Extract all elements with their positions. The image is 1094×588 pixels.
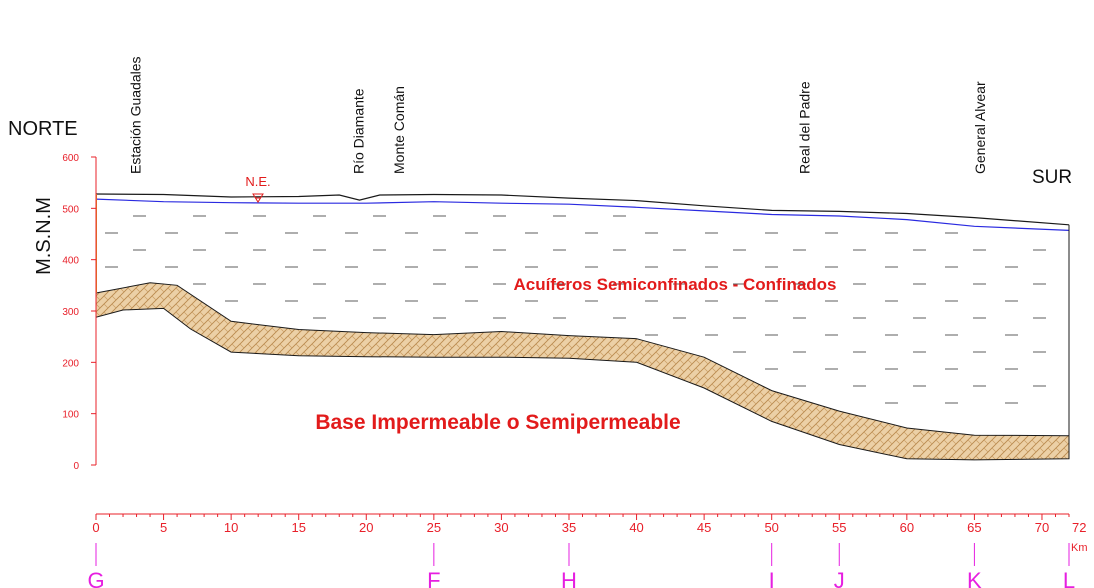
aquifer-label: Acuíferos Semiconfinados - Confinados <box>513 275 836 294</box>
x-tick-label: 70 <box>1035 520 1049 535</box>
x-tick-label: 35 <box>562 520 576 535</box>
y-tick-label: 300 <box>62 307 79 318</box>
x-tick-label: 72 <box>1072 520 1086 535</box>
place-label: Monte Comán <box>391 86 407 174</box>
y-axis-label: M.S.N.M <box>33 197 55 275</box>
x-tick-label: 45 <box>697 520 711 535</box>
x-tick-label: 50 <box>764 520 778 535</box>
place-label: Río Diamante <box>351 88 367 174</box>
x-tick-label: 10 <box>224 520 238 535</box>
water-level-triangle-icon <box>252 193 264 203</box>
x-tick-label: 60 <box>900 520 914 535</box>
profile-point-label: L <box>1063 568 1075 588</box>
profile-point-label: I <box>769 568 775 588</box>
y-tick-label: 600 <box>62 153 79 164</box>
x-tick-label: 40 <box>629 520 643 535</box>
impermeable-base-layer <box>95 282 1070 461</box>
x-tick-label: 5 <box>160 520 167 535</box>
x-tick-label: 15 <box>291 520 305 535</box>
x-tick-label: 25 <box>427 520 441 535</box>
x-tick-label: 30 <box>494 520 508 535</box>
x-tick-label: 20 <box>359 520 373 535</box>
terrain-surface-line <box>95 193 1070 226</box>
place-label: Estación Guadales <box>128 56 144 174</box>
place-label: Real del Padre <box>796 81 812 174</box>
north-label: NORTE <box>8 118 78 140</box>
profile-point-label: H <box>561 568 577 588</box>
profile-point-label: J <box>834 568 845 588</box>
x-tick-label: 0 <box>92 520 99 535</box>
y-tick-label: 500 <box>62 204 79 215</box>
profile-point-label: F <box>427 568 440 588</box>
x-tick-label: 55 <box>832 520 846 535</box>
south-label: SUR <box>1032 167 1072 188</box>
water-level-label: N.E. <box>245 174 270 189</box>
y-tick-label: 400 <box>62 256 79 267</box>
base-label: Base Impermeable o Semipermeable <box>315 411 680 434</box>
profile-point-label: G <box>87 568 104 588</box>
y-tick-label: 100 <box>62 410 79 421</box>
x-axis-unit: Km <box>1071 542 1088 554</box>
place-label: General Alvear <box>972 81 988 174</box>
y-tick-label: 0 <box>73 461 79 472</box>
y-tick-label: 200 <box>62 358 79 369</box>
water-level-line <box>95 198 1070 231</box>
profile-point-label: K <box>967 568 982 588</box>
x-tick-label: 65 <box>967 520 981 535</box>
aquifer-dashes <box>105 215 1046 404</box>
